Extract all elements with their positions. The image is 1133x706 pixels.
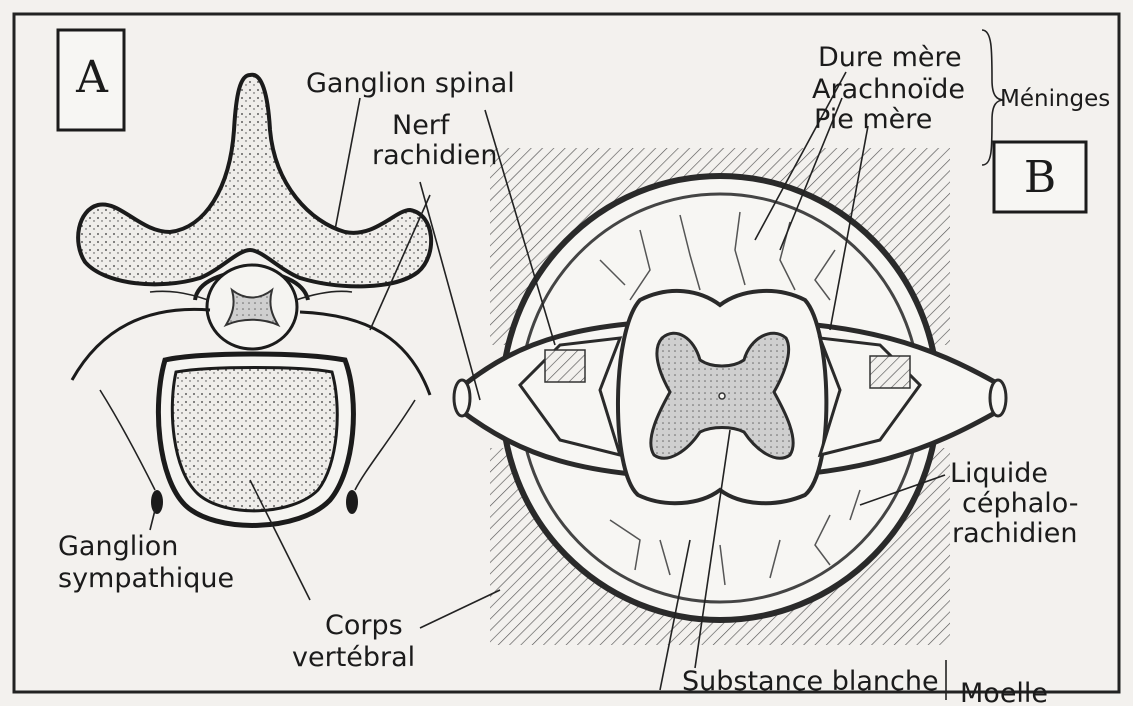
sympathetic-ganglion-right [346,490,358,514]
panel-a-letter: A [75,52,109,103]
label-pie-mere: Pie mère [814,104,932,135]
spinal-ganglion-right [870,356,910,388]
label-dure-mere: Dure mère [818,42,962,73]
label-sympathique: sympathique [58,563,234,594]
central-canal [719,393,725,399]
label-rachidien-lcr: rachidien [952,518,1077,549]
label-meninges: Méninges [1000,86,1110,112]
sympathetic-ganglion-left [151,490,163,514]
vertebral-arch [78,75,431,287]
label-ganglion-spinal: Ganglion spinal [306,68,515,99]
label-moelle: Moelle [960,678,1048,706]
label-ganglion: Ganglion [58,531,178,562]
label-liquide: Liquide [950,458,1048,489]
label-rachidien: rachidien [372,140,497,171]
spinal-ganglion-left [545,350,585,382]
label-substance-blanche: Substance blanche [682,666,939,697]
panel-b-letter: B [1024,152,1056,203]
label-nerf: Nerf [392,110,451,141]
label-cephalo: céphalo- [962,488,1079,519]
label-arachnoide: Arachnoïde [812,74,965,105]
panel-b-diagram [454,148,1006,645]
label-vertebral: vertébral [292,642,415,673]
label-corps: Corps [325,610,403,641]
